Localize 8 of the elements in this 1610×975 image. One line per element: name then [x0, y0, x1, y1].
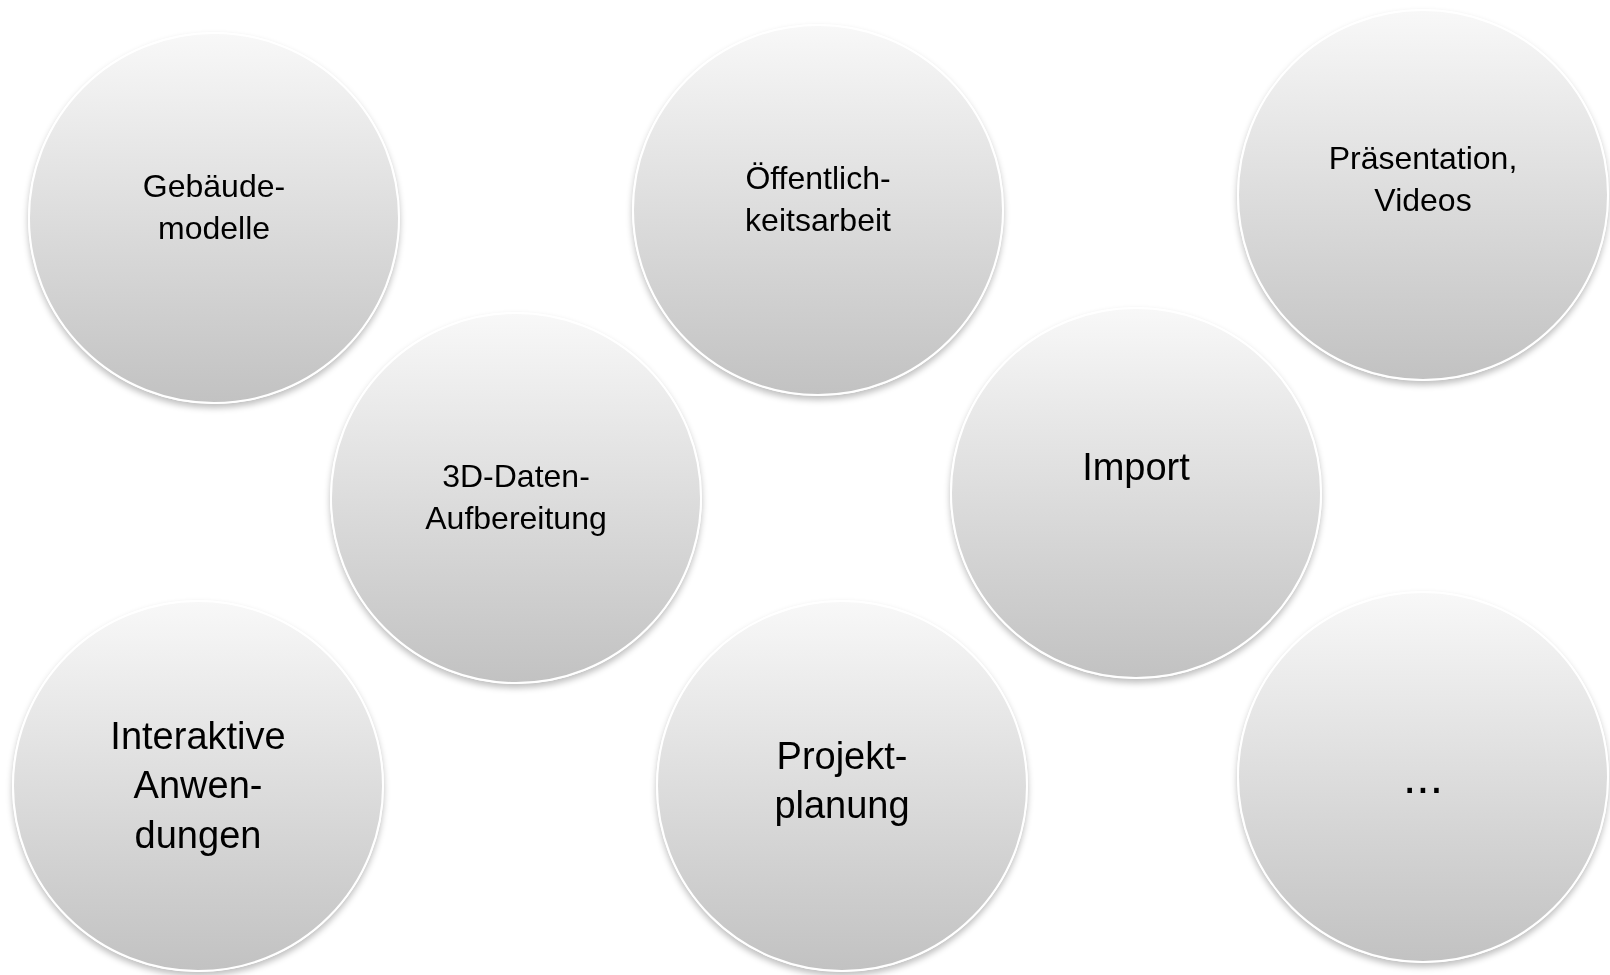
- topic-label: Präsentation, Videos: [1327, 139, 1519, 220]
- topic-label: 3D-Daten- Aufbereitung: [424, 457, 608, 538]
- topic-label: Öffentlich- keitsarbeit: [744, 159, 892, 240]
- topic-label: Projekt- planung: [773, 733, 911, 828]
- topic-label: Import: [1081, 445, 1191, 491]
- topic-label: ...: [1402, 748, 1444, 805]
- topic-label: Interaktive Anwen- dungen: [109, 713, 287, 858]
- topic-label: Gebäude- modelle: [141, 167, 287, 248]
